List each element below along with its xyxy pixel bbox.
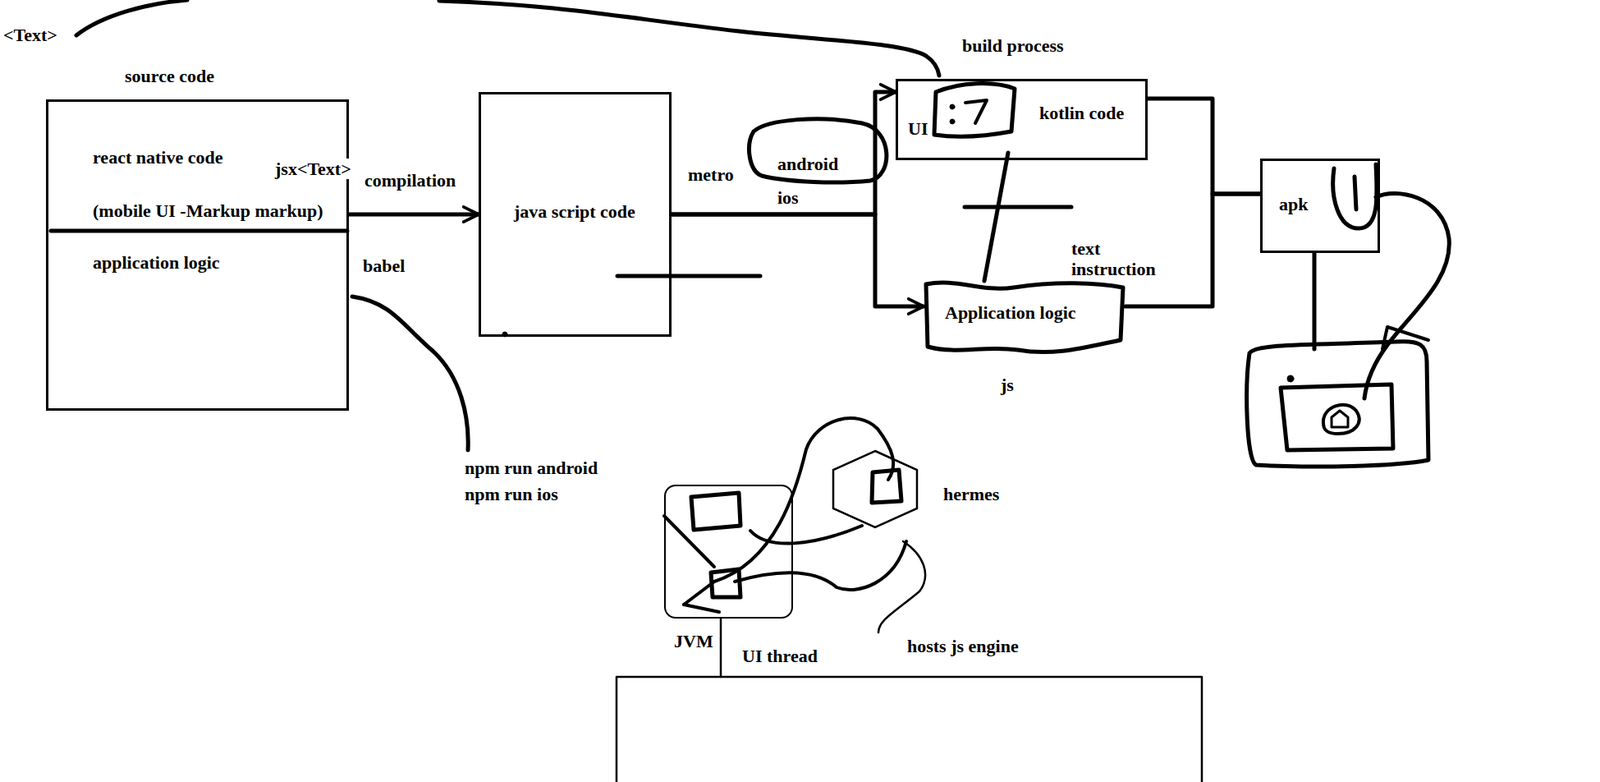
annotation-label: babel <box>362 255 405 276</box>
node-text: application logic <box>92 252 221 273</box>
wavy-outline <box>926 282 1124 353</box>
divider-line <box>50 229 348 234</box>
wire <box>719 618 723 677</box>
connector-arrow <box>1147 98 1261 194</box>
connector-arrow <box>671 91 896 215</box>
node-text: (mobile UI -Markup markup) <box>92 200 324 221</box>
node-heading: js <box>1000 374 1014 395</box>
node-text: Application logic <box>944 302 1077 323</box>
scribble <box>683 417 894 605</box>
connector-arrow <box>671 214 924 307</box>
scribble <box>965 100 987 124</box>
annotation-label: text instruction <box>1071 238 1174 280</box>
dot <box>949 119 955 124</box>
scribble <box>691 492 741 530</box>
connector-arrow <box>1125 193 1261 307</box>
install-curve <box>1364 192 1449 399</box>
node-text: UI <box>907 118 928 139</box>
node-text: kotlin code <box>1039 102 1124 124</box>
app-icon <box>1323 404 1360 434</box>
annotation-label: <Text> <box>3 24 58 46</box>
logic-shape: Application logicjs <box>923 275 1126 353</box>
scribble <box>664 515 720 612</box>
annotation-label: UI thread <box>742 645 818 666</box>
engine-hexagon: hermes <box>831 449 919 529</box>
wire <box>1312 252 1317 349</box>
scribble <box>934 83 1015 137</box>
node-heading: JVM <box>673 630 714 652</box>
dot <box>1287 375 1294 382</box>
node-heading: hermes <box>943 483 1000 505</box>
node-heading: source code <box>124 65 215 87</box>
node-text: java script code <box>513 201 636 222</box>
scribble-oval <box>749 119 887 183</box>
node-text: react native code <box>92 146 223 168</box>
edge-label: compilation <box>364 169 456 191</box>
scribble <box>734 540 907 590</box>
annotation-label: hosts js engine <box>907 635 1019 656</box>
phone-outline <box>1246 341 1429 467</box>
annotation-label: android <box>777 153 839 175</box>
annotation-label: metro <box>687 164 734 185</box>
scribble <box>1333 164 1377 229</box>
annotation-label: npm run ios <box>464 483 559 505</box>
cross-stroke <box>964 205 1072 210</box>
flag-mark <box>1382 326 1429 349</box>
leader-curve <box>76 0 188 36</box>
scribble <box>750 525 862 544</box>
dot <box>949 104 955 110</box>
thread-panel <box>616 676 1202 782</box>
engine-icon <box>871 469 902 503</box>
leader-curve <box>878 540 926 633</box>
annotation-label: ios <box>777 187 799 208</box>
js-code-box: java script code <box>478 91 672 337</box>
kotlin-box: UI kotlin code <box>895 78 1148 161</box>
leader-curve <box>352 296 468 450</box>
cross-stroke <box>984 152 1009 281</box>
jvm-box: JVM <box>664 484 794 619</box>
phone-screen <box>1280 384 1394 450</box>
connector-arrow <box>348 212 479 217</box>
house-icon <box>1331 410 1348 427</box>
annotation-label: build process <box>962 35 1064 56</box>
divider-line <box>617 274 761 279</box>
source-code-box: source codereact native code(mobile UI -… <box>45 99 349 411</box>
annotation-label: npm run android <box>464 457 598 478</box>
annotation-label: jsx<Text> <box>273 158 354 179</box>
node-text: apk <box>1279 193 1308 215</box>
hexagon-outline <box>833 450 917 528</box>
leader-curve <box>439 0 940 76</box>
apk-box: apk <box>1260 158 1380 253</box>
hexagon-outline <box>831 449 919 529</box>
